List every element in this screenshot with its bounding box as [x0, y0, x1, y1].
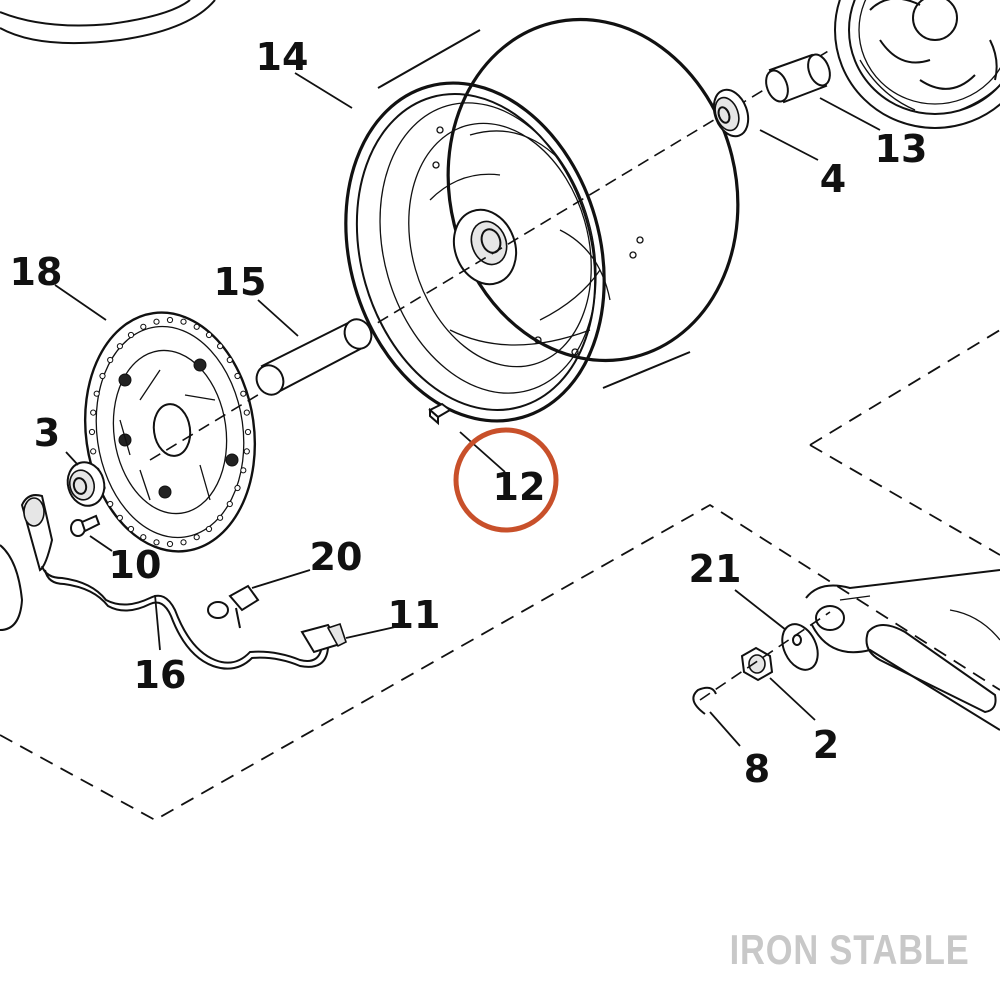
callout-10: 10 — [109, 543, 162, 587]
rotor-hole — [166, 316, 174, 324]
right-axis-line — [699, 611, 831, 701]
small-part-12 — [428, 402, 452, 426]
rotor-hole — [140, 323, 147, 330]
adjacent-cast-wheel-fragment — [834, 0, 1000, 129]
rotor-hole — [107, 356, 114, 364]
rotor-hole — [244, 428, 252, 436]
wheel-bearing-3 — [66, 461, 106, 507]
swing-arm — [805, 569, 1000, 731]
rotor-hole — [153, 318, 160, 325]
callout-2: 2 — [813, 723, 839, 767]
rotor-hole — [180, 318, 187, 325]
rotor-hole — [193, 534, 200, 541]
callout-15: 15 — [214, 260, 267, 304]
axle-spacer-13 — [765, 53, 831, 104]
rotor-hole — [193, 323, 200, 330]
sensor-bracket — [0, 494, 54, 631]
rotor-hole — [234, 484, 241, 492]
rotor-hole — [153, 539, 160, 546]
rotor-hole — [90, 448, 97, 455]
callout-3: 3 — [34, 411, 60, 455]
highlight-circle — [453, 427, 559, 533]
wheel-bearing-4 — [712, 88, 750, 138]
rotor-hole — [107, 500, 114, 508]
callout-labels: 14 13 4 18 15 3 12 10 20 11 16 21 2 8 — [10, 35, 928, 791]
rotor-hole — [166, 540, 174, 548]
rotor-hole — [127, 525, 135, 533]
assembly-boundaries — [0, 329, 1000, 822]
screw-10 — [70, 514, 101, 537]
callout-18: 18 — [10, 250, 63, 294]
rotor-hole — [140, 534, 147, 541]
retaining-clip-8 — [692, 686, 717, 715]
callout-13: 13 — [875, 127, 928, 171]
rotor-hole — [217, 343, 224, 350]
axle-nut-2 — [740, 646, 774, 682]
rotor-hole — [127, 331, 135, 339]
leader-lines — [54, 72, 881, 747]
rotor-hole — [243, 409, 250, 416]
rotor-hole — [217, 514, 224, 521]
callout-21: 21 — [689, 547, 742, 591]
plug-20 — [207, 584, 260, 629]
rotor-hole — [88, 428, 96, 436]
callout-20: 20 — [310, 535, 363, 579]
rotor-hole — [116, 514, 124, 521]
rotor-hole — [240, 467, 247, 474]
rotor-hole — [240, 390, 247, 397]
rotor-hole — [99, 372, 106, 380]
watermark-text: IRON STABLE — [730, 926, 970, 973]
rotor-hole — [90, 409, 97, 416]
rotor-hole — [226, 500, 233, 508]
callout-11: 11 — [388, 593, 441, 637]
sensor-wire-16 — [41, 565, 329, 670]
connector-11 — [300, 622, 347, 654]
callout-14: 14 — [256, 35, 309, 79]
rotor-hole — [243, 448, 250, 455]
callout-8: 8 — [744, 747, 770, 791]
rotor-hole — [180, 539, 187, 546]
rotor-hole — [116, 343, 124, 350]
rear-wheel-rim — [344, 17, 740, 423]
brake-rotor-18 — [83, 311, 257, 553]
rotor-hole — [205, 331, 213, 339]
washer-21 — [781, 623, 819, 671]
callout-4: 4 — [820, 157, 846, 201]
rotor-hole — [93, 390, 100, 397]
callout-12: 12 — [493, 465, 546, 509]
rotor-hole — [234, 372, 241, 380]
rotor-hole — [205, 525, 213, 533]
wheel-axle-15 — [255, 318, 373, 396]
adjacent-tire-fragment — [0, 0, 216, 45]
rotor-hole — [226, 356, 233, 364]
callout-16: 16 — [134, 653, 187, 697]
